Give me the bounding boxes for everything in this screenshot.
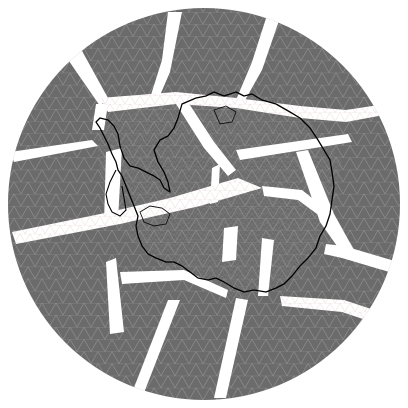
gap-left-upper bbox=[10, 140, 98, 162]
gap-right-lower bbox=[262, 186, 332, 222]
ice-shelf-outline bbox=[139, 105, 237, 227]
gap-top-left bbox=[150, 12, 182, 100]
gap-lower-center bbox=[120, 270, 228, 298]
gap-left-notch bbox=[92, 104, 108, 130]
gap-lower-left-vertical bbox=[106, 258, 124, 334]
gap-center-lower bbox=[222, 226, 238, 262]
gap-mesh bbox=[12, 92, 400, 330]
gap-right-diagonal bbox=[296, 150, 354, 256]
gap-bottom-center bbox=[214, 298, 248, 398]
antarctica-coastline bbox=[95, 91, 335, 293]
antarctic-peninsula-outline bbox=[105, 169, 127, 217]
gap-center-diagonal bbox=[176, 102, 236, 176]
gap-bottom-left bbox=[130, 300, 180, 398]
gap-right-edge bbox=[324, 244, 398, 274]
gap-right-upper bbox=[236, 134, 352, 160]
gap-top-right bbox=[236, 12, 282, 102]
gap-lower-right-vertical bbox=[258, 238, 274, 296]
